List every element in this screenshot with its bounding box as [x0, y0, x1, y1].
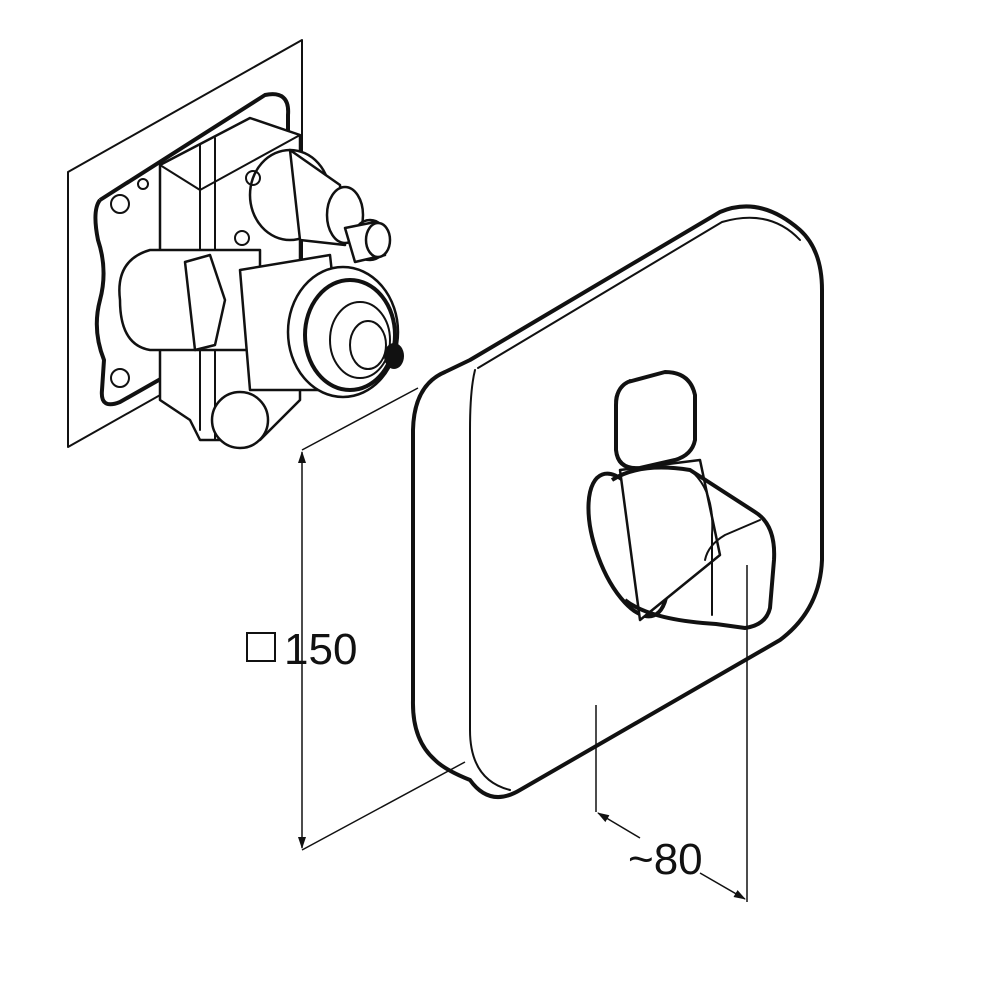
valve-body — [118, 116, 404, 450]
height-dimension — [298, 387, 466, 851]
mounting-bracket — [93, 92, 291, 407]
diverter-button — [614, 370, 697, 471]
projection-label: ~80 — [628, 835, 703, 884]
thermostat-knob — [586, 458, 777, 630]
cover-size-value: 150 — [284, 625, 358, 674]
cover-plate — [410, 204, 824, 800]
square-icon — [246, 632, 276, 662]
projection-dimension — [595, 565, 748, 902]
cover-size-label: 150 — [246, 628, 357, 672]
